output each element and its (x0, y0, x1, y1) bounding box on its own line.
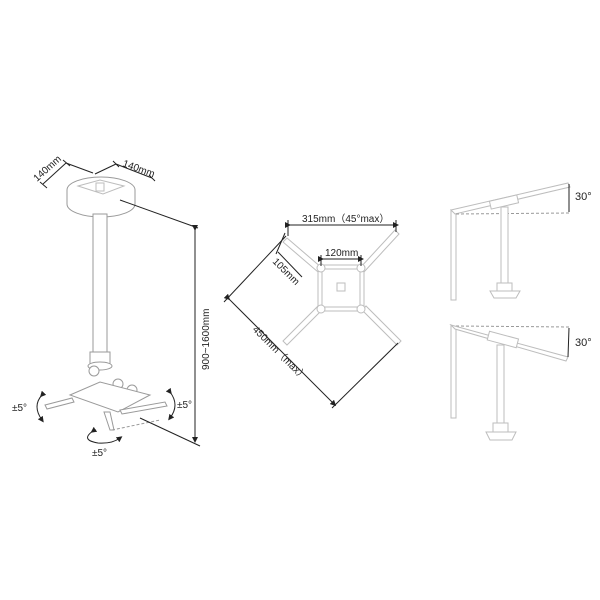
middle-bracket-top-view: 315mm（45°max） 120mm 105mm 450mm（max） (223, 213, 402, 409)
tilt-right-label: ±5° (177, 400, 192, 411)
projector-bracket (44, 381, 168, 431)
dim-140-right-label: 140mm (121, 158, 156, 180)
dim-315: 315mm（45°max） (285, 213, 399, 236)
right-tilt-view-bottom: 30° (449, 323, 592, 441)
left-mount-view: 140mm 140mm 900~1600mm ±5° ±5° ±5 (12, 154, 212, 459)
right-tilt-view-top: 30° (450, 182, 592, 301)
dim-120: 120mm (318, 248, 364, 266)
dim-315-label: 315mm（45°max） (302, 213, 389, 225)
ceiling-plate (66, 176, 136, 218)
dim-height-label: 900~1600mm (201, 309, 212, 370)
dim-120-label: 120mm (325, 248, 358, 259)
dim-height: 900~1600mm (119, 199, 212, 447)
tilt-up-label: 30° (575, 191, 592, 203)
tilt-down-label: 30° (575, 337, 592, 349)
swivel-indicator: ±5° (87, 426, 123, 459)
dim-450-label: 450mm（max） (250, 324, 310, 384)
tilt-left-label: ±5° (12, 403, 27, 414)
swivel-label: ±5° (92, 448, 107, 459)
extension-pole (92, 213, 108, 355)
tilt-right-indicator: ±5° (165, 387, 192, 421)
tilt-left-indicator: ±5° (12, 390, 47, 423)
